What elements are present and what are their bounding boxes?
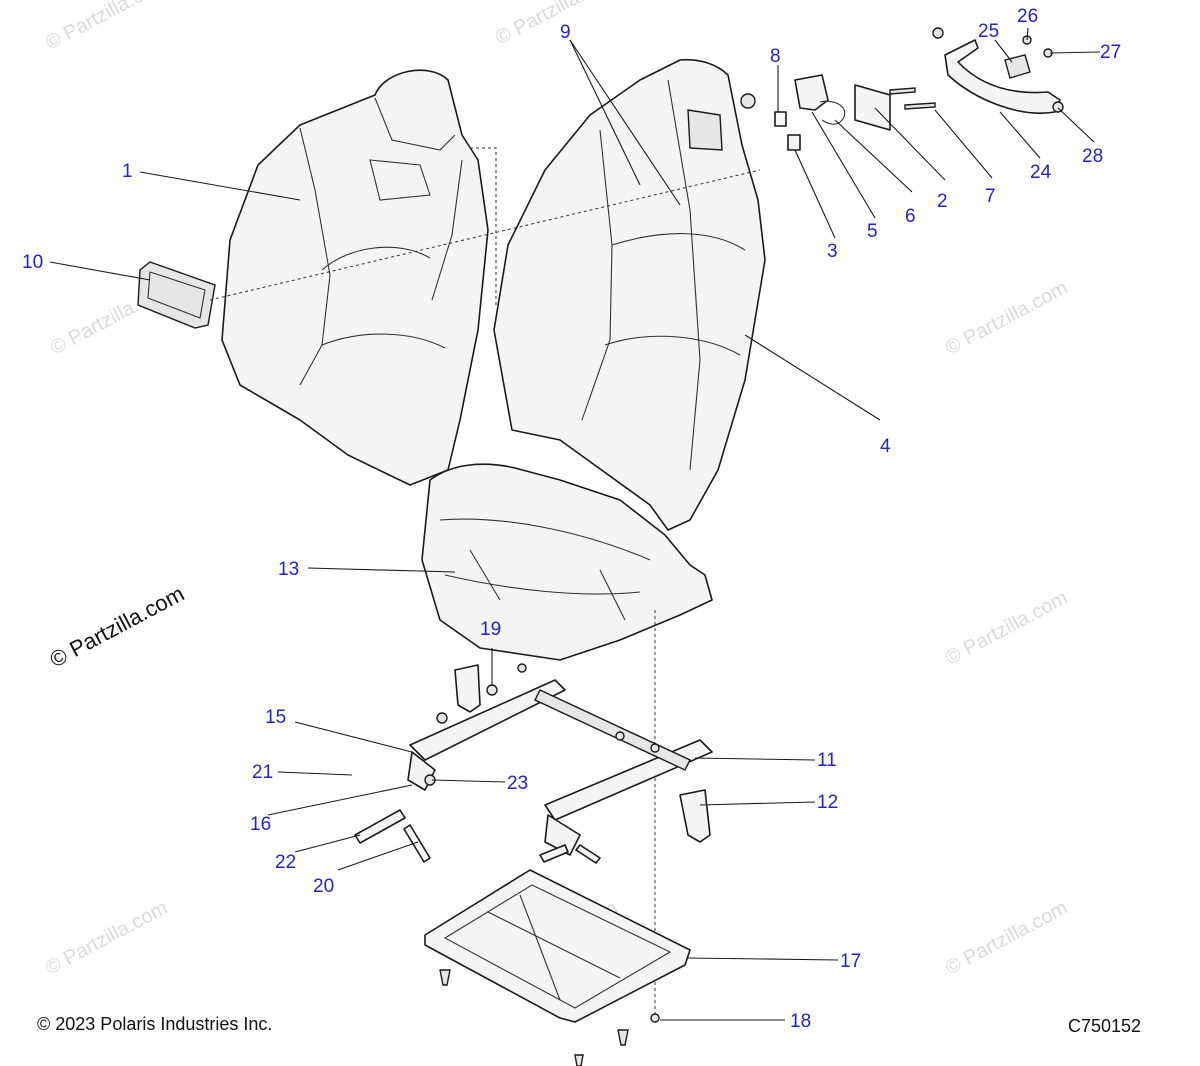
callout-21: 21 [252, 762, 273, 783]
watermark: © Partzilla.com [42, 0, 171, 54]
callout-6: 6 [905, 206, 916, 227]
callout-8: 8 [770, 46, 781, 67]
callout-3: 3 [827, 241, 838, 262]
strap-right [679, 789, 711, 843]
callout-13: 13 [278, 559, 299, 580]
callout-5: 5 [867, 221, 878, 242]
copyright-notice: © 2023 Polaris Industries Inc. [37, 1014, 273, 1034]
callout-2: 2 [937, 191, 948, 212]
seat-frame [407, 679, 713, 856]
seat-badge [137, 261, 216, 329]
watermark: © Partzilla.com [942, 277, 1071, 360]
callout-10: 10 [22, 252, 43, 273]
strap-left [454, 664, 481, 713]
callout-7: 7 [985, 186, 996, 207]
callout-12: 12 [817, 792, 838, 813]
callout-27: 27 [1100, 42, 1121, 63]
watermark: © Partzilla.com [942, 897, 1071, 980]
callout-19: 19 [480, 619, 501, 640]
watermark-prominent: © Partzilla.com [46, 581, 189, 673]
diagram-code: C750152 [1068, 1016, 1142, 1036]
watermark: © Partzilla.com [492, 0, 621, 49]
callout-16: 16 [250, 814, 271, 835]
callout-11: 11 [817, 750, 837, 771]
callout-22: 22 [275, 852, 296, 873]
bottom-bolts [439, 969, 660, 1066]
callout-26: 26 [1017, 6, 1038, 27]
callout-18: 18 [790, 1011, 811, 1032]
callout-17: 17 [840, 951, 861, 972]
callout-25: 25 [978, 21, 999, 42]
seat-bottom-cushion [421, 463, 713, 661]
callout-1: 1 [122, 161, 133, 182]
callout-4: 4 [880, 436, 891, 457]
callout-20: 20 [313, 876, 334, 897]
seat-base-tray [424, 869, 691, 1023]
watermark: © Partzilla.com [942, 587, 1071, 670]
seat-back-frame [493, 58, 766, 531]
leader-lines [49, 27, 1101, 1021]
watermark: © Partzilla.com [42, 897, 171, 980]
callout-numbers: 1 2 3 4 5 6 7 8 9 10 11 12 13 15 16 17 1… [22, 6, 1121, 1032]
callout-23: 23 [507, 773, 528, 794]
latch-hardware [740, 74, 936, 151]
callout-28: 28 [1082, 146, 1103, 167]
callout-24: 24 [1030, 162, 1052, 183]
callout-9: 9 [560, 22, 571, 43]
fasteners [354, 663, 660, 864]
seat-back-cushion [221, 69, 489, 486]
callout-15: 15 [265, 707, 286, 728]
